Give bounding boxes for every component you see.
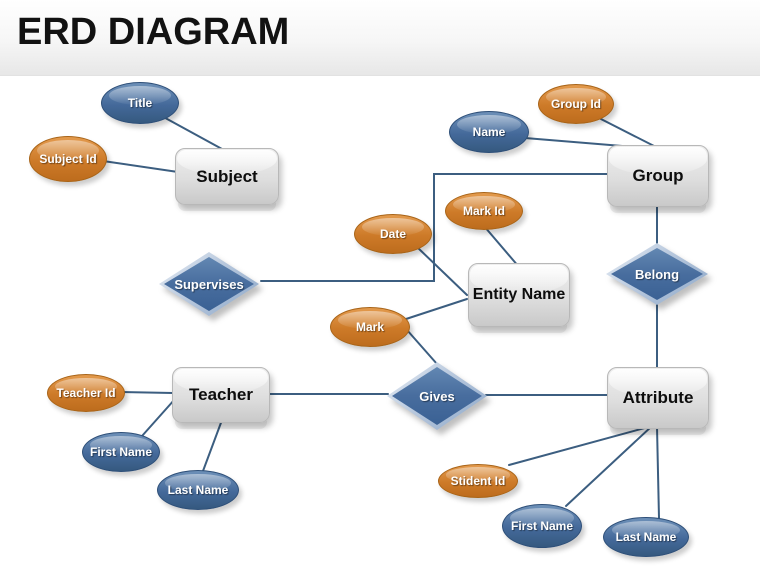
attribute-name: Name [449,111,529,153]
attribute-stident-id: Stident Id [438,464,518,498]
attribute-last-name-attribute-label: Last Name [615,530,677,544]
attribute-subject-id: Subject Id [29,136,107,182]
relationship-supervises-label: Supervises [174,276,244,292]
entity-subject: Subject [175,148,279,205]
attribute-last-name-teacher: Last Name [157,470,239,510]
entity-subject-label: Subject [196,166,258,186]
relationship-gives-label: Gives [419,388,455,404]
entity-attribute-label: Attribute [622,388,694,407]
attribute-teacher-id: Teacher Id [47,374,125,412]
entity-group-label: Group [632,166,684,185]
attribute-mark-id-label: Mark Id [462,204,505,218]
attribute-mark: Mark [330,307,410,347]
entity-entity-name: Entity Name [468,263,570,327]
relationship-belong-label: Belong [634,266,680,282]
relationship-belong: Belong [606,243,708,305]
slide-header: ERD DIAGRAM [0,0,760,76]
entity-entity-name-label: Entity Name [472,286,566,303]
attribute-date: Date [354,214,432,254]
attribute-group-id: Group Id [538,84,614,124]
attribute-first-name-teacher: First Name [82,432,160,472]
relationship-supervises: Supervises [159,252,259,316]
attribute-name-label: Name [472,125,506,139]
entity-group: Group [607,145,709,207]
attribute-subject-id-label: Subject Id [39,152,97,166]
attribute-mark-id: Mark Id [445,192,523,230]
attribute-first-name-attribute: First Name [502,504,582,548]
attribute-last-name-teacher-label: Last Name [167,483,229,497]
attribute-title: Title [101,82,179,124]
attribute-group-id-label: Group Id [551,97,601,111]
attribute-mark-label: Mark [355,320,384,334]
entity-attribute: Attribute [607,367,709,429]
attribute-last-name-attribute: Last Name [603,517,689,557]
relationship-gives: Gives [387,362,487,430]
attribute-stident-id-label: Stident Id [450,474,506,488]
attribute-teacher-id-label: Teacher Id [56,386,116,400]
attribute-title-label: Title [127,96,153,110]
page-title: ERD DIAGRAM [17,11,290,53]
entity-teacher-label: Teacher [189,385,253,404]
attribute-date-label: Date [379,227,406,241]
attribute-first-name-attribute-label: First Name [510,519,574,533]
entity-teacher: Teacher [172,367,270,423]
attribute-first-name-teacher-label: First Name [89,445,153,459]
